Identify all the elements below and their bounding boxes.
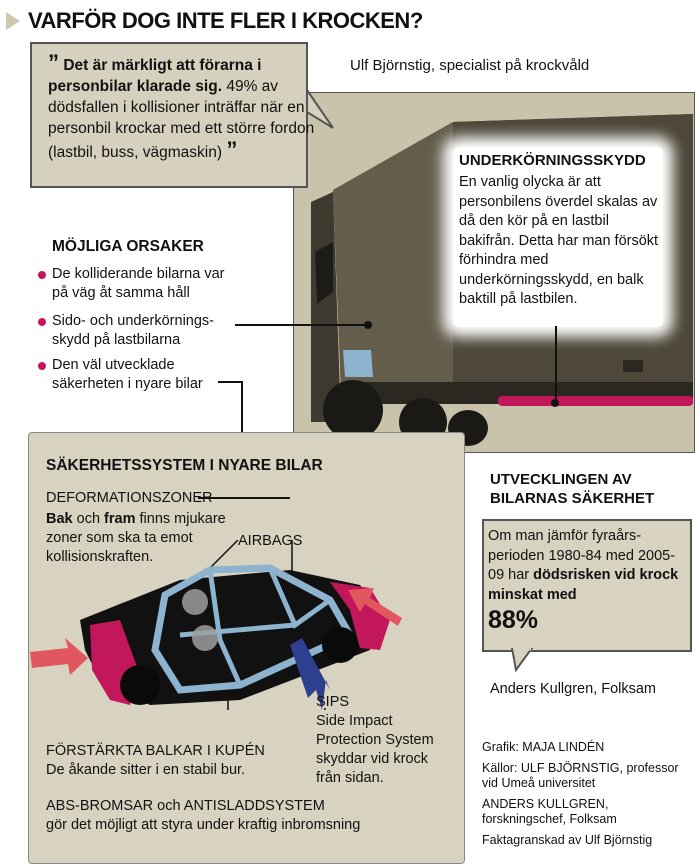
- credit-sources: Källor: ULF BJÖRNSTIG, professor vid Ume…: [482, 761, 679, 790]
- cause-2-leader-line: [235, 324, 368, 326]
- sips-text: Side Impact Protection System skyddar vi…: [316, 713, 434, 786]
- side-impact-arrow: [290, 638, 330, 710]
- deform-body: finns mjukare zoner som ska ta emot koll…: [46, 511, 226, 565]
- truck-cab-side: [311, 192, 341, 422]
- underride-section: UNDERKÖRNINGSSKYDD En vanlig olycka är a…: [459, 152, 659, 310]
- quote-box: [30, 42, 308, 188]
- cause-3-leader-h: [218, 381, 242, 383]
- development-attribution: Anders Kullgren, Folksam: [490, 681, 657, 697]
- quote-bold: Det är märkligt att förarna i personbila…: [48, 57, 262, 95]
- deform-bold-front: fram: [104, 511, 136, 527]
- beams-section: FÖRSTÄRKTA BALKAR I KUPÉN De åkande sitt…: [46, 742, 286, 780]
- rear-impact-arrow: [348, 588, 402, 626]
- development-bold: dödsrisken vid krock minskat med: [488, 567, 679, 603]
- deform-mid: och: [72, 511, 105, 527]
- car-illustration: [30, 540, 402, 710]
- underride-heading: UNDERKÖRNINGSSKYDD: [459, 152, 646, 169]
- quote-open-mark: ”: [48, 50, 59, 75]
- underride-bar: [498, 396, 693, 406]
- credit-fact: Faktagranskad av Ulf Björnstig: [482, 833, 653, 847]
- cause-bullet-2: [38, 318, 46, 326]
- abs-title: ABS-BROMSAR och ANTISLADDSYSTEM: [46, 798, 325, 814]
- truck-window: [315, 242, 333, 304]
- car-rear-wheel: [322, 627, 358, 663]
- quote-attribution: Ulf Björnstig, specialist på krockvåld: [350, 57, 590, 74]
- airbags-label: AIRBAGS: [238, 533, 303, 549]
- quote-text: ” Det är märkligt att förarna i personbi…: [48, 52, 318, 163]
- front-wheel: [323, 380, 383, 440]
- cause-bullet-1: [38, 271, 46, 279]
- cause-item-3: Den väl utvecklade säkerheten i nyare bi…: [52, 357, 203, 392]
- cause-item-1: De kolliderande bilarna var på väg åt sa…: [52, 266, 225, 301]
- development-box: [482, 519, 692, 652]
- deform-text: Bak och fram finns mjukare zoner som ska…: [46, 510, 246, 567]
- abs-section: ABS-BROMSAR och ANTISLADDSYSTEM gör det …: [46, 797, 376, 835]
- safety-heading: SÄKERHETSSYSTEM I NYARE BILAR: [46, 457, 323, 474]
- quote-pointer: [306, 90, 334, 129]
- development-value: 88%: [488, 606, 539, 634]
- credits: Grafik: MAJA LINDÉN Källor: ULF BJÖRNSTI…: [482, 740, 692, 848]
- causes-heading: MÖJLIGA ORSAKER: [52, 238, 204, 255]
- development-text: Om man jämför fyraårs- perioden 1980-84 …: [488, 527, 688, 635]
- credit-graphics: Grafik: MAJA LINDÉN: [482, 740, 605, 754]
- development-heading: UTVECKLINGEN AV BILARNAS SÄKERHET: [490, 471, 655, 507]
- quote-close-mark: ”: [226, 137, 238, 162]
- quote-body: 49% av dödsfallen i kollisioner inträffa…: [48, 78, 315, 161]
- rear-light: [623, 360, 643, 372]
- page-title: VARFÖR DOG INTE FLER I KROCKEN?: [28, 8, 423, 33]
- deform-leader-line: [198, 497, 290, 499]
- development-pointer: [510, 648, 534, 672]
- deform-bold-back: Bak: [46, 511, 73, 527]
- airbag-upper: [182, 589, 208, 615]
- underride-leader-line: [555, 326, 557, 404]
- credit-source2: ANDERS KULLGREN, forskningschef, Folksam: [482, 797, 617, 826]
- underride-text: En vanlig olycka är att personbilens öve…: [459, 174, 659, 307]
- side-guard: [343, 350, 373, 377]
- cause-bullet-3: [38, 362, 46, 370]
- abs-text: gör det möjligt att styra under kraftig …: [46, 817, 361, 833]
- car-front-wheel: [120, 665, 160, 705]
- title-arrow-icon: [6, 12, 20, 30]
- development-body: Om man jämför fyraårs- perioden 1980-84 …: [488, 528, 676, 583]
- sips-title: SIPS: [316, 694, 350, 710]
- front-impact-arrow: [30, 638, 88, 675]
- beams-title: FÖRSTÄRKTA BALKAR I KUPÉN: [46, 743, 265, 759]
- underride-glow: [453, 147, 663, 327]
- cause-item-2: Sido- och underkörnings- skydd på lastbi…: [52, 313, 215, 348]
- cause-3-leader-v: [241, 381, 243, 441]
- rear-deform-zone: [330, 582, 390, 650]
- sips-section: SIPS Side Impact Protection System skydd…: [316, 693, 456, 788]
- deform-label: DEFORMATIONSZONER: [46, 490, 213, 506]
- airbag-lower: [192, 625, 218, 651]
- beams-text: De åkande sitter i en stabil bur.: [46, 762, 246, 778]
- side-guard-pointer-dot: [364, 321, 372, 329]
